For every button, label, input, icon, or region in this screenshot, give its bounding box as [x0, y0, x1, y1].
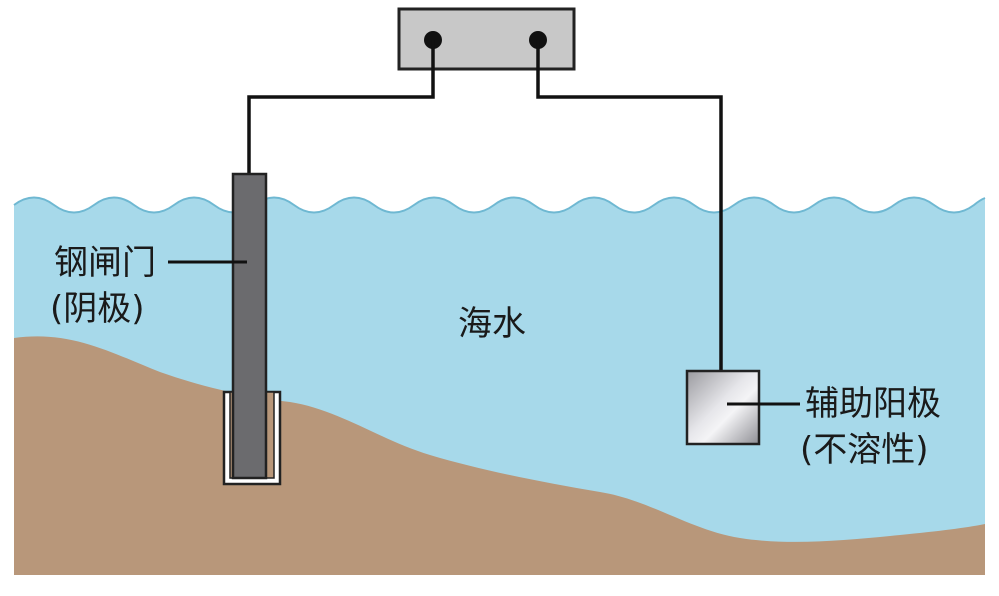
wire-to-gate	[247, 40, 435, 174]
anode-label-property: (不溶性)	[800, 430, 929, 470]
water-surface-line	[13, 196, 986, 214]
wire-to-anode	[536, 40, 723, 371]
steel-gate	[231, 172, 268, 480]
auxiliary-anode	[685, 369, 761, 446]
seabed	[14, 336, 985, 575]
gate-label-role: (阴极)	[50, 289, 145, 329]
gate-label-name: 钢闸门	[54, 243, 156, 283]
water-label: 海水	[458, 304, 526, 344]
anode-label-name: 辅助阳极	[805, 384, 941, 424]
